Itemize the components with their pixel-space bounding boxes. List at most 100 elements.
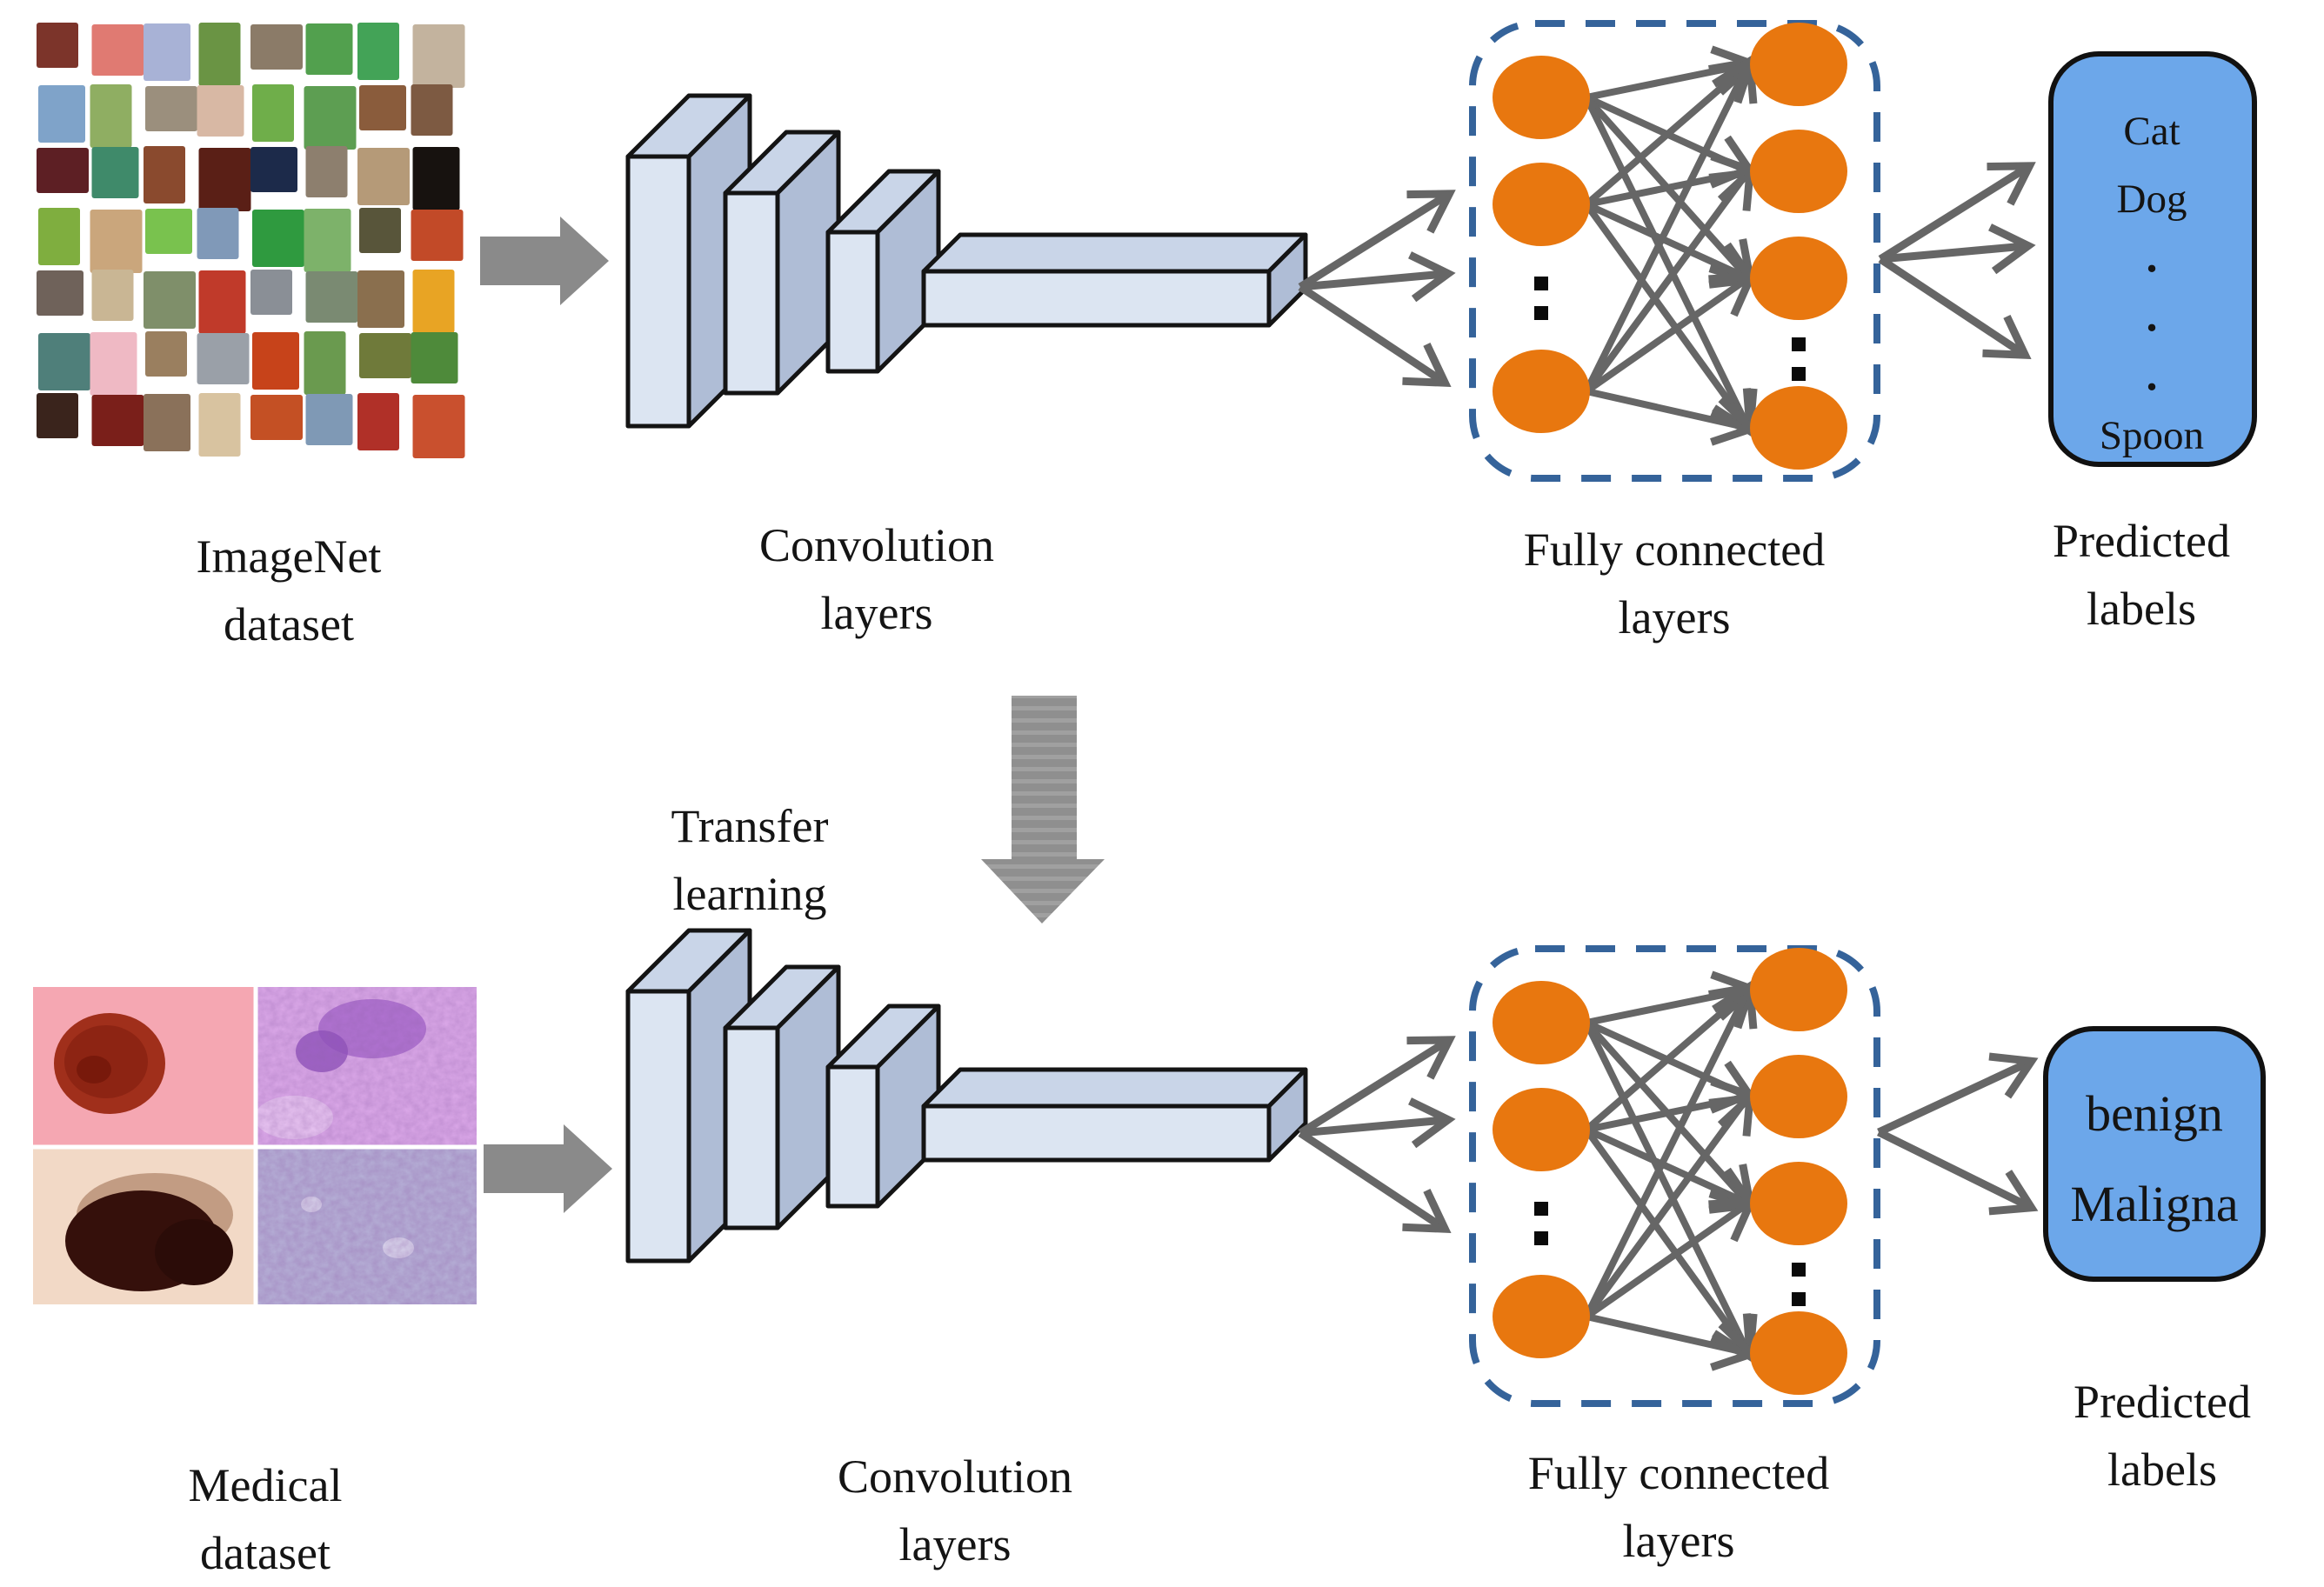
imagenet-thumbnail <box>305 146 348 197</box>
imagenet-label-line2: dataset <box>224 598 354 650</box>
imagenet-thumbnail <box>37 23 78 68</box>
class-spoon-label: Spoon <box>2100 413 2204 458</box>
imagenet-dataset-label: ImageNet dataset <box>197 530 382 650</box>
imagenet-thumbnail <box>91 147 139 198</box>
imagenet-thumbnail <box>411 332 458 383</box>
class-cat-label: Cat <box>2123 109 2180 154</box>
imagenet-thumbnail <box>198 393 241 457</box>
imagenet-thumbnail <box>250 24 303 70</box>
imagenet-thumbnail <box>412 395 465 458</box>
imagenet-thumbnail <box>144 394 190 451</box>
imagenet-thumbnail <box>357 148 410 205</box>
medical-image <box>33 987 477 1304</box>
medical-dataset-label: Medical dataset <box>189 1459 343 1579</box>
imagenet-thumbnail <box>197 208 239 259</box>
class-dog-label: Dog <box>2117 177 2187 222</box>
imagenet-thumbnail <box>304 86 357 150</box>
transfer-label-line2: learning <box>673 868 827 920</box>
imagenet-thumbnail <box>91 395 144 446</box>
class-ellipsis-dot: · <box>2144 363 2159 412</box>
imagenet-thumbnail <box>144 271 196 329</box>
right-arrow-top-icon <box>480 217 609 305</box>
imagenet-thumbnail <box>197 85 244 137</box>
imagenet-thumbnail <box>252 210 304 267</box>
medical-label-line2: dataset <box>200 1527 331 1579</box>
imagenet-thumbnail <box>412 24 465 88</box>
imagenet-thumbnail <box>38 208 80 265</box>
predicted-bottom-line2: labels <box>2107 1444 2217 1496</box>
fc-top-label-line1: Fully connected <box>1524 523 1825 576</box>
transfer-down-arrow-icon <box>981 696 1105 924</box>
imagenet-thumbnail <box>304 209 351 272</box>
class-maligna-label: Maligna <box>2070 1176 2238 1232</box>
imagenet-thumbnail <box>250 395 303 440</box>
imagenet-thumbnail <box>197 333 250 384</box>
imagenet-thumbnail <box>145 86 197 131</box>
imagenet-thumbnail <box>91 24 144 76</box>
imagenet-thumbnail <box>357 393 399 450</box>
predicted-top-line1: Predicted <box>2053 515 2230 567</box>
medical-label-line1: Medical <box>189 1459 343 1511</box>
imagenet-thumbnail <box>90 84 132 148</box>
imagenet-thumbnail <box>250 270 292 315</box>
transfer-label-line1: Transfer <box>671 800 829 852</box>
imagenet-thumbnail <box>37 393 78 438</box>
imagenet-thumbnail <box>304 331 346 395</box>
imagenet-thumbnail <box>357 23 399 80</box>
conv-label-top: Convolution layers <box>759 519 994 639</box>
predicted-labels-bottom: Predicted labels <box>2074 1376 2251 1496</box>
imagenet-grid <box>37 23 465 458</box>
predicted-top-line2: labels <box>2087 583 2196 635</box>
imagenet-thumbnail <box>250 147 297 192</box>
imagenet-thumbnail <box>144 146 185 203</box>
imagenet-thumbnail <box>198 23 241 86</box>
imagenet-thumbnail <box>305 23 353 75</box>
right-arrow-bottom-icon <box>484 1124 612 1213</box>
imagenet-thumbnail <box>411 84 453 136</box>
predicted-labels-top: Predicted labels <box>2053 515 2230 635</box>
fc-label-bottom: Fully connected layers <box>1528 1447 1829 1567</box>
imagenet-thumbnail <box>38 85 85 143</box>
conv-top-label-line2: layers <box>821 587 933 639</box>
imagenet-thumbnail <box>37 148 89 193</box>
imagenet-thumbnail <box>38 333 90 390</box>
imagenet-thumbnail <box>305 271 358 323</box>
class-box-top: Cat Dog · · · Spoon <box>2048 51 2257 467</box>
imagenet-thumbnail <box>145 209 192 254</box>
imagenet-thumbnail <box>359 85 406 130</box>
class-benign-label: benign <box>2086 1085 2223 1142</box>
imagenet-thumbnail <box>198 270 246 334</box>
imagenet-thumbnail <box>357 270 404 328</box>
imagenet-thumbnail <box>90 210 143 273</box>
fc-top-label-line2: layers <box>1619 591 1731 643</box>
imagenet-thumbnail <box>359 333 411 378</box>
conv-bottom-label-line1: Convolution <box>838 1450 1072 1503</box>
predicted-bottom-line1: Predicted <box>2074 1376 2251 1428</box>
class-ellipsis-dot: · <box>2144 303 2159 353</box>
class-box-top-rect <box>2048 51 2257 467</box>
conv-label-bottom: Convolution layers <box>838 1450 1072 1570</box>
conv-bottom-label-line2: layers <box>899 1518 1012 1570</box>
imagenet-thumbnail <box>37 270 83 316</box>
imagenet-thumbnail <box>144 23 190 81</box>
fc-bottom-label-line2: layers <box>1623 1515 1735 1567</box>
imagenet-thumbnail <box>305 394 353 445</box>
imagenet-thumbnail <box>412 147 460 210</box>
class-box-bottom: benign Maligna <box>2043 1026 2266 1282</box>
imagenet-thumbnail <box>359 208 401 253</box>
imagenet-thumbnail <box>412 270 455 333</box>
fc-label-top: Fully connected layers <box>1524 523 1825 643</box>
imagenet-thumbnail <box>198 148 251 211</box>
imagenet-thumbnail <box>252 332 299 390</box>
imagenet-thumbnail <box>91 270 134 321</box>
imagenet-thumbnail <box>252 84 294 142</box>
imagenet-thumbnail <box>411 210 464 261</box>
conv-top-label-line1: Convolution <box>759 519 994 571</box>
transfer-learning-label: Transfer learning <box>671 800 829 920</box>
imagenet-thumbnail <box>145 331 187 377</box>
class-box-bottom-rect <box>2043 1026 2266 1282</box>
imagenet-thumbnail <box>90 332 137 396</box>
class-ellipsis-dot: · <box>2144 244 2159 294</box>
fc-bottom-label-line1: Fully connected <box>1528 1447 1829 1499</box>
